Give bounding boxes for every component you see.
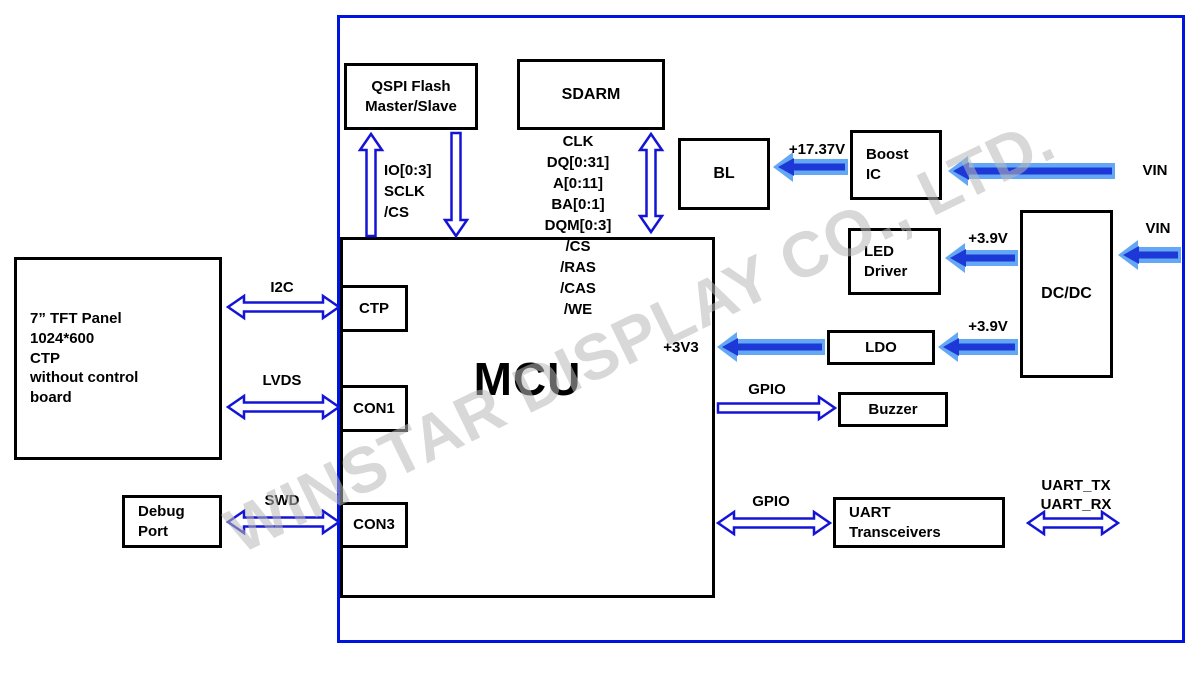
- sdram-bus-label: CLK DQ[0:31] A[0:11] BA[0:1] DQM[0:3] /C…: [544, 133, 612, 318]
- gpio-uart-label: GPIO: [752, 493, 790, 510]
- block-con1: CON1: [340, 385, 408, 432]
- qspi-down-arrow: [442, 131, 470, 239]
- vin-top-label: VIN: [1142, 162, 1168, 179]
- block-tft-panel: 7” TFT Panel 1024*600 CTP without contro…: [14, 257, 222, 460]
- led-voltage-label: +3.9V: [968, 230, 1008, 247]
- swd-arrow: [225, 508, 342, 536]
- block-sdram: SDARM: [517, 59, 665, 130]
- uart-external-arrow: [1025, 509, 1121, 537]
- lvds-arrow: [225, 393, 342, 421]
- dcdc-to-led-arrow: [945, 243, 1018, 273]
- block-buzzer: Buzzer: [838, 392, 948, 427]
- boost-voltage-label: +17.37V: [788, 141, 846, 158]
- qspi-up-arrow: [357, 131, 385, 238]
- block-dcdc: DC/DC: [1020, 210, 1113, 378]
- sdram-bus-arrow: [637, 131, 665, 235]
- controller-board-outline: [337, 15, 1185, 643]
- gpio-uart-arrow: [715, 509, 833, 537]
- qspi-bus-label: IO[0:3] SCLK /CS: [384, 162, 432, 221]
- lvds-label: LVDS: [262, 372, 302, 389]
- gpio-buzzer-arrow: [716, 394, 838, 422]
- block-ldo: LDO: [827, 330, 935, 365]
- vin-to-dcdc-arrow: [1118, 240, 1181, 270]
- i2c-label: I2C: [270, 279, 294, 296]
- vin-right-label: VIN: [1145, 220, 1171, 237]
- gpio-buzzer-label: GPIO: [748, 381, 786, 398]
- block-con3: CON3: [340, 502, 408, 548]
- block-debug-port: Debug Port: [122, 495, 222, 548]
- block-qspi-flash: QSPI Flash Master/Slave: [344, 63, 478, 130]
- block-uart-transceivers: UART Transceivers: [833, 497, 1005, 548]
- block-boost-ic: Boost IC: [850, 130, 942, 200]
- block-bl: BL: [678, 138, 770, 210]
- block-ctp: CTP: [340, 285, 408, 332]
- ldo-voltage-label: +3.9V: [968, 318, 1008, 335]
- dcdc-to-ldo-arrow: [938, 332, 1018, 362]
- uart-lines-label: UART_TX UART_RX: [1040, 477, 1112, 513]
- v3v3-label: +3V3: [663, 339, 699, 356]
- ldo-to-mcu-arrow: [717, 332, 825, 362]
- i2c-arrow: [225, 293, 342, 321]
- block-led-driver: LED Driver: [848, 228, 941, 295]
- mcu-label: MCU: [473, 353, 582, 405]
- swd-label: SWD: [264, 492, 300, 509]
- boost-to-bl-arrow: [773, 152, 848, 182]
- vin-to-boost-arrow: [948, 156, 1115, 186]
